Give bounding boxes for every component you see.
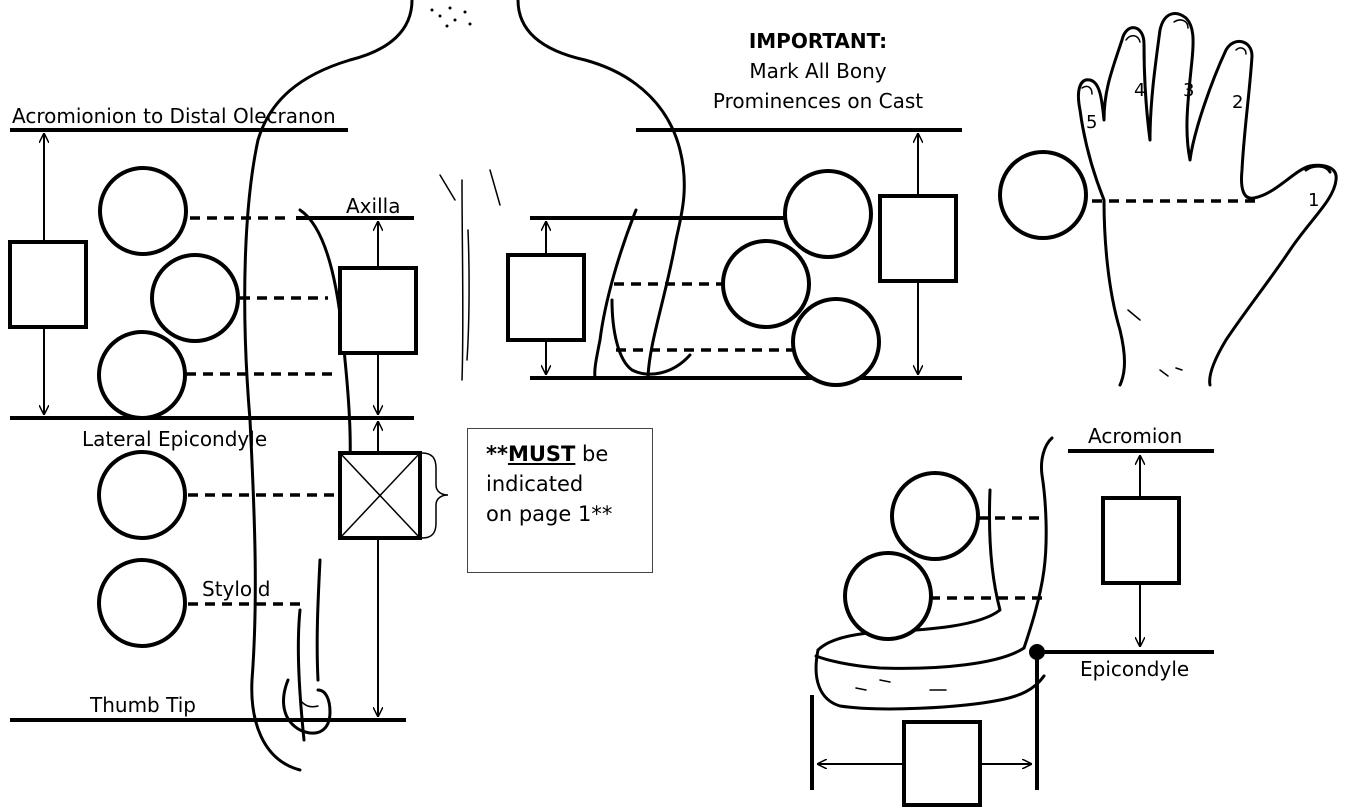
length-field-forearm <box>904 722 980 805</box>
important-line1: Mark All Bony <box>749 59 886 83</box>
circumference-field-upper-arm-3 <box>99 332 185 418</box>
circumference-field-forearm <box>99 452 185 538</box>
side-arm-illustration: Acromion Epicondyle <box>812 424 1214 805</box>
finger-label-1: 1 <box>1308 190 1319 211</box>
length-field-back-upper <box>508 255 584 340</box>
finger-label-4: 4 <box>1134 80 1145 101</box>
label-epicondyle: Epicondyle <box>1080 657 1189 681</box>
circumference-field-hand <box>1000 152 1086 238</box>
circumference-field-side-1 <box>892 473 978 559</box>
length-field-axilla-epicondyle <box>340 268 416 353</box>
must-indicate-note: **MUST be indicated on page 1** <box>467 428 653 573</box>
length-field-crossed-out <box>340 453 420 538</box>
finger-label-2: 2 <box>1232 92 1243 113</box>
front-arm-fields <box>10 168 448 646</box>
finger-label-5: 5 <box>1086 112 1097 133</box>
important-note: IMPORTANT: Mark All Bony Prominences on … <box>713 29 923 113</box>
circumference-field-back-2 <box>723 241 809 327</box>
front-arm-guides <box>10 130 414 720</box>
length-field-acromion-epicondyle <box>1103 498 1179 583</box>
front-arm-labels: Acromionion to Distal Olecranon Axilla L… <box>12 104 400 717</box>
circumference-field-back-3 <box>793 299 879 385</box>
label-thumb-tip: Thumb Tip <box>89 693 196 717</box>
circumference-field-upper-arm-2 <box>152 255 238 341</box>
circumference-field-wrist <box>99 560 185 646</box>
hair-speckles <box>431 7 472 28</box>
important-title: IMPORTANT: <box>749 29 887 53</box>
back-arm-fields <box>508 171 956 385</box>
note-emphasis: MUST <box>508 442 575 466</box>
circumference-field-back-1 <box>785 171 871 257</box>
length-field-back-total <box>880 196 956 281</box>
length-field-acromion-olecranon <box>10 242 86 327</box>
label-axilla: Axilla <box>346 194 400 218</box>
hand-illustration: 1 2 3 4 5 <box>1000 14 1336 385</box>
label-styloid: Styloid <box>202 577 270 601</box>
important-line2: Prominences on Cast <box>713 89 923 113</box>
finger-label-3: 3 <box>1183 80 1194 101</box>
note-line-2: indicated <box>486 469 652 499</box>
label-lateral-epicondyle: Lateral Epicondyle <box>82 427 267 451</box>
label-acromion: Acromion <box>1088 424 1182 448</box>
circumference-field-upper-arm-1 <box>100 168 186 254</box>
circumference-field-side-2 <box>845 553 931 639</box>
label-acromion-olecranon: Acromionion to Distal Olecranon <box>12 104 336 128</box>
brace <box>422 453 448 538</box>
note-line-1: **MUST be <box>486 439 652 469</box>
note-line-3: on page 1** <box>486 499 652 529</box>
